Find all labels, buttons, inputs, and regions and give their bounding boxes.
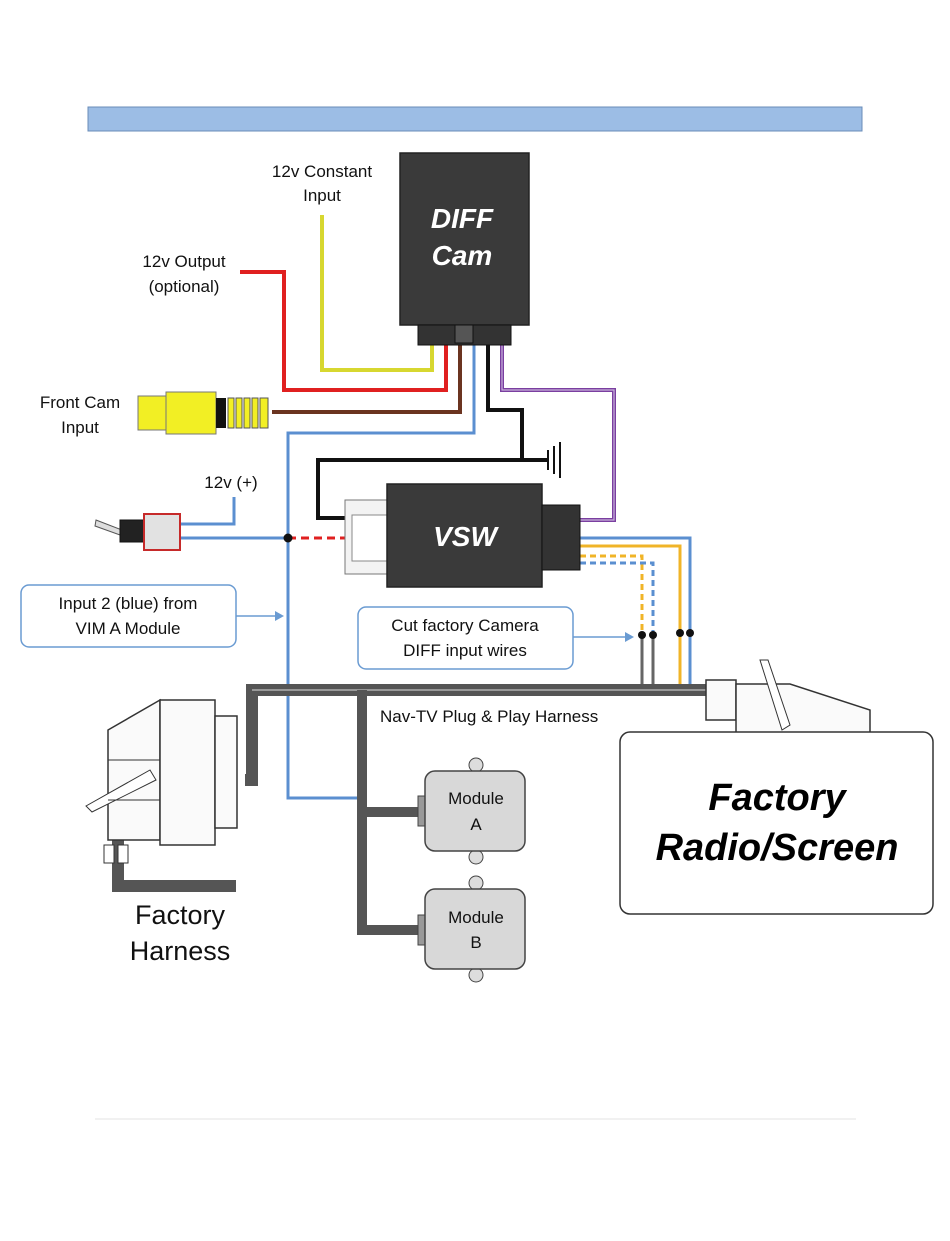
splice-node: [284, 534, 293, 543]
rca-connector-icon: [138, 392, 268, 434]
label-harness: Nav-TV Plug & Play Harness: [380, 707, 598, 726]
wire-blue-right: [580, 538, 690, 685]
module-b-label-2: B: [470, 933, 481, 952]
module-a-label-2: A: [470, 815, 482, 834]
module-a: Module A: [418, 758, 525, 864]
wire-orange-right: [580, 546, 680, 685]
callout-input2-line1: Input 2 (blue) from: [59, 594, 198, 613]
radio-connector-icon: [706, 660, 870, 735]
label-front-cam-2: Input: [61, 418, 99, 437]
diff-cam-label-2: Cam: [432, 240, 493, 271]
label-12v-constant-2: Input: [303, 186, 341, 205]
wire-black-ground: [488, 345, 548, 460]
label-12v-output-1: 12v Output: [142, 252, 225, 271]
toggle-switch-icon: [95, 514, 180, 550]
wire-orange-dashed: [580, 556, 642, 635]
factory-radio-label-2: Radio/Screen: [656, 827, 899, 869]
label-12v-plus: 12v (+): [204, 473, 257, 492]
header-bar: [88, 107, 862, 131]
label-factory-harness-2: Harness: [130, 936, 231, 966]
factory-radio-label-1: Factory: [708, 777, 847, 819]
factory-radio-screen: Factory Radio/Screen: [620, 732, 933, 914]
label-front-cam-1: Front Cam: [40, 393, 120, 412]
callout-cut-wires: Cut factory Camera DIFF input wires: [358, 607, 634, 669]
diff-cam-device: DIFF Cam: [400, 153, 529, 345]
factory-connector-icon: [86, 700, 237, 863]
module-b: Module B: [418, 876, 525, 982]
module-a-label-1: Module: [448, 789, 504, 808]
vsw-device: VSW: [345, 484, 580, 587]
harness-factory-tail: [118, 840, 236, 886]
callout-cut-line1: Cut factory Camera: [391, 616, 539, 635]
callout-input2-line2: VIM A Module: [76, 619, 181, 638]
wire-blue-switch: [180, 497, 234, 524]
label-factory-harness-1: Factory: [135, 900, 226, 930]
label-12v-constant-1: 12v Constant: [272, 162, 372, 181]
module-b-label-1: Module: [448, 908, 504, 927]
callout-cut-line2: DIFF input wires: [403, 641, 527, 660]
label-12v-output-2: (optional): [149, 277, 220, 296]
vsw-label: VSW: [433, 521, 499, 552]
diff-cam-label-1: DIFF: [431, 203, 494, 234]
ground-symbol-icon: [548, 442, 560, 478]
callout-input2: Input 2 (blue) from VIM A Module: [21, 585, 284, 647]
